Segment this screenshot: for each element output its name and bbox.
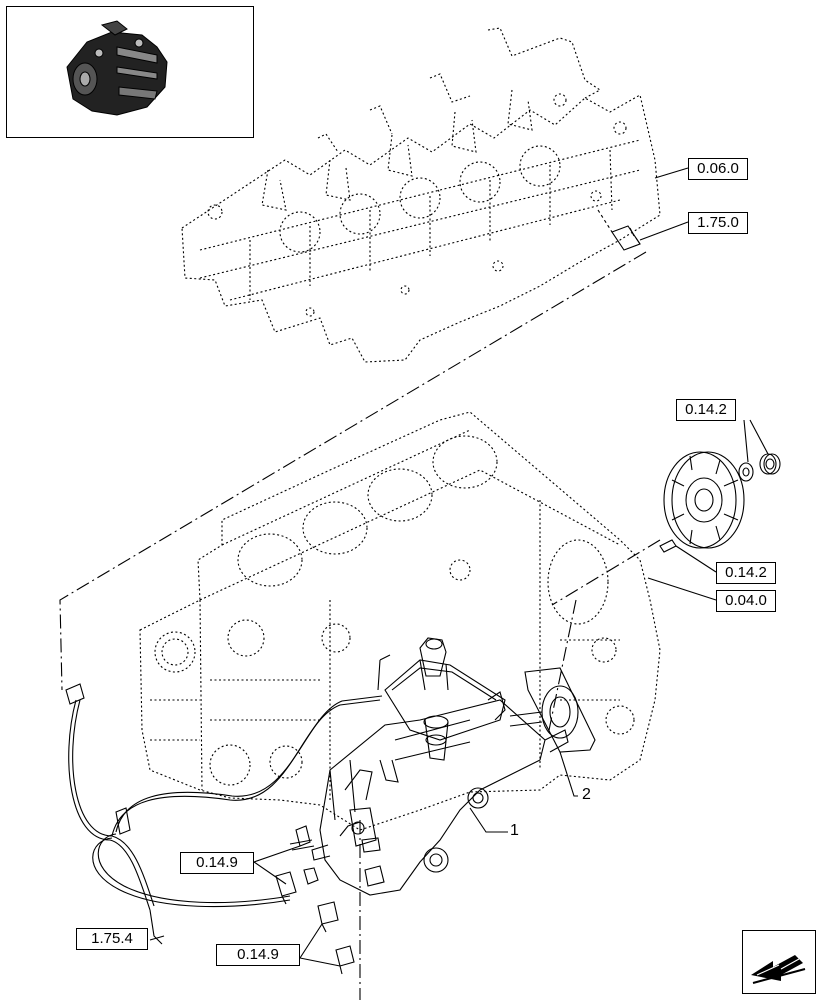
assembly-alignment-lines <box>59 251 661 1000</box>
pump-fittings-drawing <box>275 825 355 975</box>
engine-thumbnail-icon <box>66 20 168 116</box>
ref-pump-gear-key[interactable]: 0.14.2 <box>716 562 776 584</box>
next-page-arrow-icon <box>751 955 806 984</box>
leader-lines <box>149 167 769 967</box>
injection-pump-drawing <box>311 637 569 896</box>
pump-flange-drawing <box>509 667 596 753</box>
pump-gear-drawing <box>659 451 781 553</box>
ref-temperature-sensor[interactable]: 1.75.0 <box>688 212 748 234</box>
callout-pump-flange: 2 <box>582 786 591 803</box>
temperature-sensor-drawing <box>597 209 641 251</box>
ref-cylinder-head[interactable]: 0.06.0 <box>688 158 748 180</box>
callout-injection-pump: 1 <box>510 822 519 839</box>
engine-block-drawing <box>139 411 661 831</box>
ref-pump-gear-nuts[interactable]: 0.14.2 <box>676 399 736 421</box>
next-page-button[interactable] <box>742 930 816 994</box>
ref-wiring-harness[interactable]: 1.75.4 <box>76 928 148 950</box>
ref-pump-fittings-upper[interactable]: 0.14.9 <box>180 852 254 874</box>
engine-thumbnail-frame <box>6 6 254 138</box>
cylinder-head-drawing <box>181 27 661 363</box>
ref-engine-block[interactable]: 0.04.0 <box>716 590 776 612</box>
ref-pump-fittings-lower[interactable]: 0.14.9 <box>216 944 300 966</box>
wiring-harness-drawing <box>65 683 383 945</box>
